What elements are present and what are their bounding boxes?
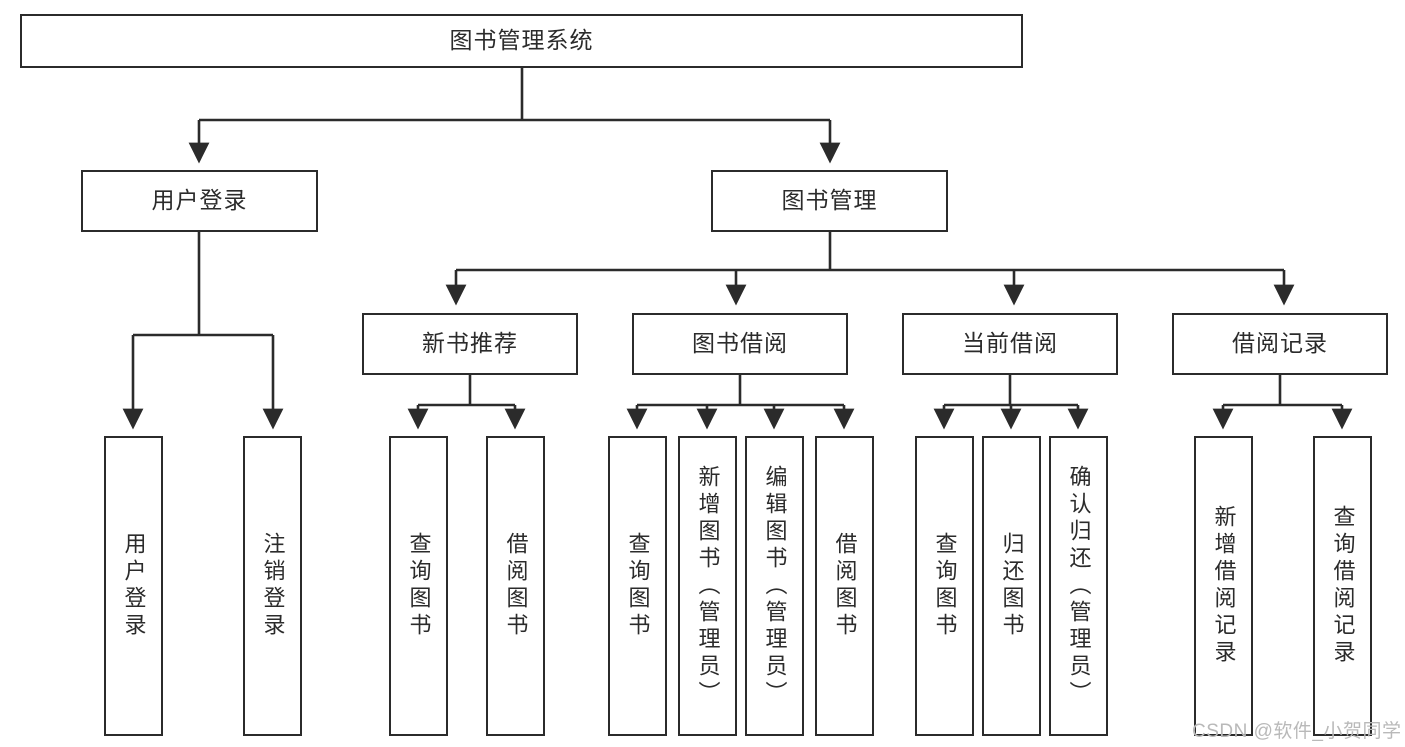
node-label: 确认归还（管理员） xyxy=(1066,464,1092,708)
node-label: 查询图书 xyxy=(625,532,651,640)
node-label: 当前借阅 xyxy=(962,330,1058,357)
node-leaf-add-record[interactable]: 新增借阅记录 xyxy=(1194,436,1253,736)
node-label: 归还图书 xyxy=(999,532,1025,640)
node-label: 用户登录 xyxy=(151,187,248,214)
node-leaf-user-login[interactable]: 用户登录 xyxy=(104,436,163,736)
node-leaf-query-book-2[interactable]: 查询图书 xyxy=(608,436,667,736)
node-label: 新书推荐 xyxy=(422,330,518,357)
node-label: 用户登录 xyxy=(121,532,147,640)
node-leaf-query-record[interactable]: 查询借阅记录 xyxy=(1313,436,1372,736)
node-label: 新增图书（管理员） xyxy=(695,464,721,708)
node-leaf-return-book[interactable]: 归还图书 xyxy=(982,436,1041,736)
node-label: 图书借阅 xyxy=(692,330,788,357)
node-label: 编辑图书（管理员） xyxy=(762,464,788,708)
node-leaf-borrow-book-2[interactable]: 借阅图书 xyxy=(815,436,874,736)
node-borrow-record[interactable]: 借阅记录 xyxy=(1172,313,1388,375)
node-leaf-query-book-1[interactable]: 查询图书 xyxy=(389,436,448,736)
node-label: 借阅图书 xyxy=(832,532,858,640)
node-leaf-confirm-return[interactable]: 确认归还（管理员） xyxy=(1049,436,1108,736)
node-root-book-management-system[interactable]: 图书管理系统 xyxy=(20,14,1023,68)
node-label: 查询图书 xyxy=(406,532,432,640)
node-leaf-borrow-book-1[interactable]: 借阅图书 xyxy=(486,436,545,736)
node-label: 查询图书 xyxy=(932,532,958,640)
node-label: 图书管理 xyxy=(781,187,878,214)
node-book-management[interactable]: 图书管理 xyxy=(711,170,948,232)
node-user-login[interactable]: 用户登录 xyxy=(81,170,318,232)
node-current-borrow[interactable]: 当前借阅 xyxy=(902,313,1118,375)
node-label: 新增借阅记录 xyxy=(1211,505,1237,667)
csdn-watermark: CSDN @软件_小贺同学 xyxy=(1192,721,1402,742)
node-new-book-recommend[interactable]: 新书推荐 xyxy=(362,313,578,375)
node-leaf-query-book-3[interactable]: 查询图书 xyxy=(915,436,974,736)
node-label: 图书管理系统 xyxy=(449,27,594,54)
node-label: 借阅记录 xyxy=(1232,330,1328,357)
node-label: 查询借阅记录 xyxy=(1330,505,1356,667)
node-leaf-add-book[interactable]: 新增图书（管理员） xyxy=(678,436,737,736)
node-leaf-logout-login[interactable]: 注销登录 xyxy=(243,436,302,736)
node-label: 借阅图书 xyxy=(503,532,529,640)
node-leaf-edit-book[interactable]: 编辑图书（管理员） xyxy=(745,436,804,736)
node-label: 注销登录 xyxy=(260,532,286,640)
node-book-borrow[interactable]: 图书借阅 xyxy=(632,313,848,375)
